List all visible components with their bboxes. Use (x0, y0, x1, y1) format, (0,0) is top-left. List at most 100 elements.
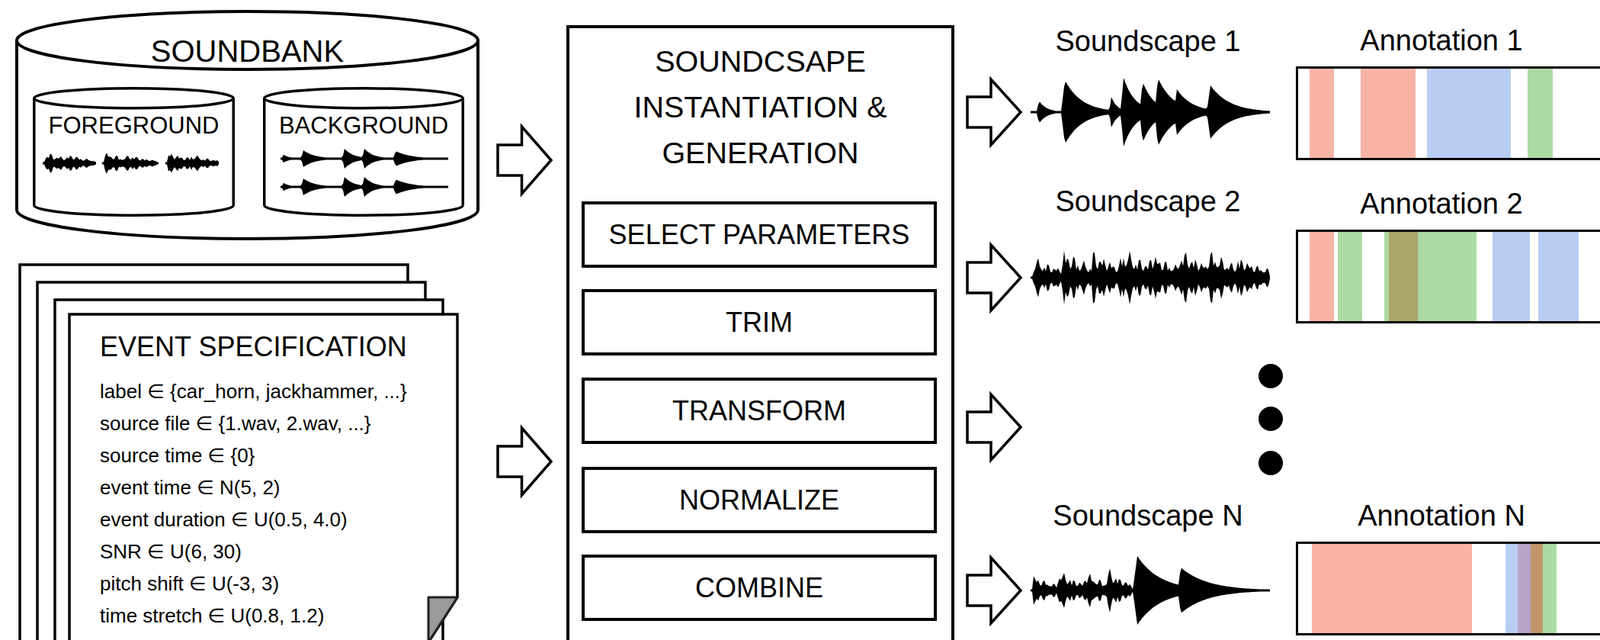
text-slot: Soundscape N (1033, 498, 1263, 533)
hollow-arrow (967, 244, 1021, 311)
text-slot: SOUNDBANK (15, 32, 480, 70)
soundscape-label: Soundscape N (1052, 498, 1243, 533)
annotation-box: Annotation N (1295, 541, 1600, 635)
node-title: BACKGROUND (278, 111, 449, 141)
cylinder-sides (264, 98, 464, 206)
cylinder-outline (32, 86, 235, 217)
text-slot: time stretch ∈ U(0.8, 1.2) (99, 599, 453, 632)
cylinder-bottom (264, 205, 464, 215)
parameter-line: source file ∈ {1.wav, 2.wav, ...} (99, 407, 372, 440)
text-slot: source file ∈ {1.wav, 2.wav, ...} (99, 407, 453, 440)
front-page (69, 314, 458, 640)
soundscape-label: Soundscape 1 (1055, 24, 1241, 58)
process-step-box: TRANSFORM (581, 377, 937, 444)
event-bar (1492, 230, 1530, 322)
cylinder-strokes (34, 88, 235, 216)
node-title: Annotation N (1357, 498, 1526, 533)
parameter-line: event duration ∈ U(0.5, 4.0) (99, 503, 348, 536)
node-title: COMBINE (695, 570, 824, 605)
hollow-arrow (497, 427, 552, 495)
process-step-box: SELECT PARAMETERS (581, 201, 937, 268)
event-bar (1426, 67, 1511, 159)
process-step-box: COMBINE (581, 554, 937, 621)
event-bar (1505, 542, 1557, 634)
text-slot: SOUNDCSAPE INSTANTIATION & GENERATION (584, 38, 937, 176)
waveform (42, 153, 97, 174)
text-slot: BACKGROUND (262, 111, 465, 141)
parameter-line: label ∈ {car_horn, jackhammer, ...} (99, 375, 408, 408)
parameter-line: source time ∈ {0} (99, 439, 255, 472)
pages (19, 264, 458, 640)
text-slot: source time ∈ {0} (99, 439, 453, 472)
text-slot: pitch shift ∈ U(-3, 3) (99, 567, 453, 600)
cylinder-strokes (264, 88, 464, 215)
cylinder-top (34, 88, 235, 109)
text-slot: Annotation N (1298, 498, 1585, 533)
event-bar (1517, 542, 1531, 634)
node-title: NORMALIZE (679, 483, 840, 517)
event-bar (1309, 67, 1334, 159)
hollow-arrow (967, 394, 1021, 460)
text-slot: Soundscape 2 (1033, 184, 1263, 219)
cylinder-top (16, 11, 478, 70)
soundscape-label: Soundscape 2 (1055, 184, 1241, 219)
ellipsis-dots (1258, 363, 1283, 475)
text-slot: TRIM (584, 291, 934, 353)
process-step-box: NORMALIZE (581, 466, 937, 533)
text-slot: NORMALIZE (584, 469, 934, 530)
waveform (1030, 250, 1270, 305)
soundbank-cylinder: SOUNDBANK FOREGROUND BACKGROUND (15, 9, 480, 241)
hollow-arrow (967, 79, 1021, 145)
foreground-cylinder: FOREGROUND (32, 86, 235, 217)
node-title: Annotation 2 (1359, 186, 1523, 221)
text-slot: COMBINE (584, 557, 934, 618)
waveform (1131, 555, 1270, 625)
event-bar (1542, 542, 1557, 634)
dot (1258, 450, 1283, 475)
annotation-box: Annotation 1 (1295, 66, 1600, 161)
node-title: SOUNDBANK (150, 32, 344, 70)
waveform (1030, 77, 1270, 147)
event-bar (1360, 67, 1416, 159)
event-bar (1388, 230, 1418, 322)
cylinder-strokes (16, 11, 478, 239)
text-slot: event duration ∈ U(0.5, 4.0) (99, 503, 453, 536)
event-bar (1384, 230, 1477, 322)
text-slot: Annotation 2 (1298, 186, 1585, 221)
waveform (280, 176, 449, 197)
output-arrows (967, 79, 1021, 623)
cylinder-bottom (34, 205, 235, 215)
text-slot: Annotation 1 (1298, 23, 1585, 58)
hollow-arrow (497, 126, 552, 194)
node-title: TRIM (725, 305, 793, 340)
dot (1258, 406, 1283, 431)
waveform (102, 152, 159, 174)
annotation-box: Annotation 2 (1295, 229, 1600, 324)
node-title: EVENT SPECIFICATION (99, 330, 408, 364)
text-slot: event time ∈ N(5, 2) (99, 471, 453, 504)
parameter-line: time stretch ∈ U(0.8, 1.2) (99, 599, 324, 632)
event-bar (1309, 230, 1334, 322)
parameter-line: event time ∈ N(5, 2) (99, 471, 281, 504)
parameter-line: SNR ∈ U(6, 30) (99, 535, 242, 568)
cylinder-outline (262, 86, 465, 217)
text-slot: SNR ∈ U(6, 30) (99, 535, 453, 568)
waveforms (42, 77, 1270, 625)
text-slot: label ∈ {car_horn, jackhammer, ...} (99, 375, 453, 408)
background-cylinder: BACKGROUND (262, 86, 465, 217)
node-title: Annotation 1 (1359, 23, 1523, 58)
waveform (1030, 567, 1135, 613)
event-bar (1527, 67, 1553, 159)
text-slot: EVENT SPECIFICATION (99, 330, 453, 364)
text-slot: SELECT PARAMETERS (584, 204, 934, 265)
process-step-box: TRIM (581, 288, 937, 356)
event-bar (1538, 230, 1579, 322)
text-slot: FOREGROUND (32, 111, 235, 141)
event-bar (1311, 542, 1472, 634)
node-title: TRANSFORM (672, 394, 847, 428)
parameter-line: pitch shift ∈ U(-3, 3) (99, 567, 279, 600)
cylinder-top (264, 88, 464, 109)
dot (1258, 363, 1283, 388)
node-title: SOUNDCSAPE INSTANTIATION & GENERATION (584, 38, 937, 176)
hollow-arrow (967, 557, 1021, 623)
